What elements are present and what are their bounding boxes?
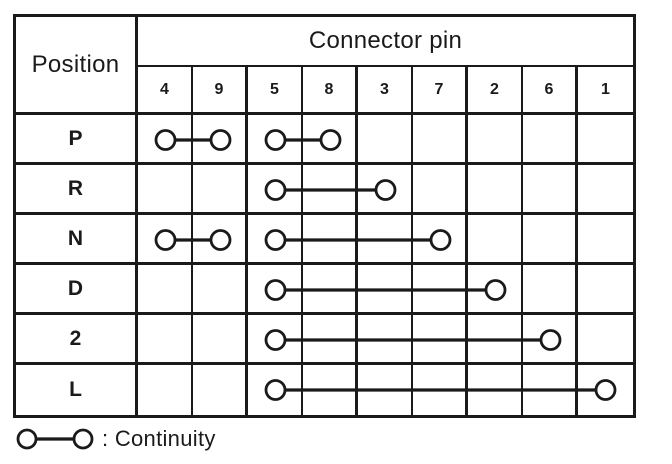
grid-cell <box>523 115 578 165</box>
grid-cell <box>303 315 358 365</box>
grid-cell <box>578 315 633 365</box>
grid-cell <box>413 115 468 165</box>
grid-cell <box>358 165 413 215</box>
grid-cell <box>303 215 358 265</box>
pin-header-2: 2 <box>468 67 523 115</box>
grid-cell <box>578 215 633 265</box>
grid-cell <box>303 165 358 215</box>
pin-header-4: 4 <box>138 67 193 115</box>
continuity-symbol-icon <box>16 428 94 450</box>
grid-cell <box>248 215 303 265</box>
grid-cell <box>138 115 193 165</box>
row-label-l: L <box>16 365 138 415</box>
grid-cell <box>468 365 523 415</box>
row-label-r: R <box>16 165 138 215</box>
grid-cell <box>193 115 248 165</box>
grid-cell <box>138 215 193 265</box>
grid-cell <box>303 265 358 315</box>
grid-cell <box>138 165 193 215</box>
grid-cell <box>468 165 523 215</box>
grid-cell <box>468 215 523 265</box>
row-label-2: 2 <box>16 315 138 365</box>
grid-cell <box>523 215 578 265</box>
grid-cell <box>303 365 358 415</box>
grid-cell <box>413 315 468 365</box>
row-label-p: P <box>16 115 138 165</box>
grid-cell <box>248 265 303 315</box>
pin-header-5: 5 <box>248 67 303 115</box>
grid-cell <box>578 165 633 215</box>
grid-cell <box>358 215 413 265</box>
pin-header-7: 7 <box>413 67 468 115</box>
grid-cell <box>248 315 303 365</box>
grid-cell <box>523 265 578 315</box>
grid-cell <box>248 115 303 165</box>
legend: : Continuity <box>16 426 216 452</box>
grid-cell <box>413 265 468 315</box>
pin-header-1: 1 <box>578 67 633 115</box>
grid-cell <box>138 265 193 315</box>
grid-cell <box>468 115 523 165</box>
grid-cell <box>413 215 468 265</box>
connector-pin-header-cell: Connector pin <box>138 17 633 67</box>
position-header-cell: Position <box>16 17 138 115</box>
grid-cell <box>578 115 633 165</box>
grid-cell <box>578 365 633 415</box>
grid-cell <box>523 315 578 365</box>
grid-cell <box>413 165 468 215</box>
grid-cell <box>358 115 413 165</box>
pin-header-9: 9 <box>193 67 248 115</box>
row-label-d: D <box>16 265 138 315</box>
grid-cell <box>468 265 523 315</box>
grid-cell <box>358 315 413 365</box>
pin-header-6: 6 <box>523 67 578 115</box>
grid-cell <box>358 265 413 315</box>
grid-cell <box>578 265 633 315</box>
continuity-table: Position Connector pin 4 9 5 8 3 7 2 6 1… <box>13 14 636 418</box>
grid-cell <box>193 265 248 315</box>
grid-cell <box>303 115 358 165</box>
pin-header-3: 3 <box>358 67 413 115</box>
grid-cell <box>248 165 303 215</box>
grid-cell <box>523 165 578 215</box>
grid-cell <box>138 365 193 415</box>
grid-cell <box>523 365 578 415</box>
grid-cell <box>413 365 468 415</box>
legend-label: : Continuity <box>102 426 216 451</box>
grid-cell <box>358 365 413 415</box>
grid-cell <box>248 365 303 415</box>
pin-header-8: 8 <box>303 67 358 115</box>
grid-cell <box>193 315 248 365</box>
row-label-n: N <box>16 215 138 265</box>
grid-cell <box>193 215 248 265</box>
grid-cell <box>193 165 248 215</box>
grid-cell <box>468 315 523 365</box>
grid-cell <box>138 315 193 365</box>
grid-cell <box>193 365 248 415</box>
